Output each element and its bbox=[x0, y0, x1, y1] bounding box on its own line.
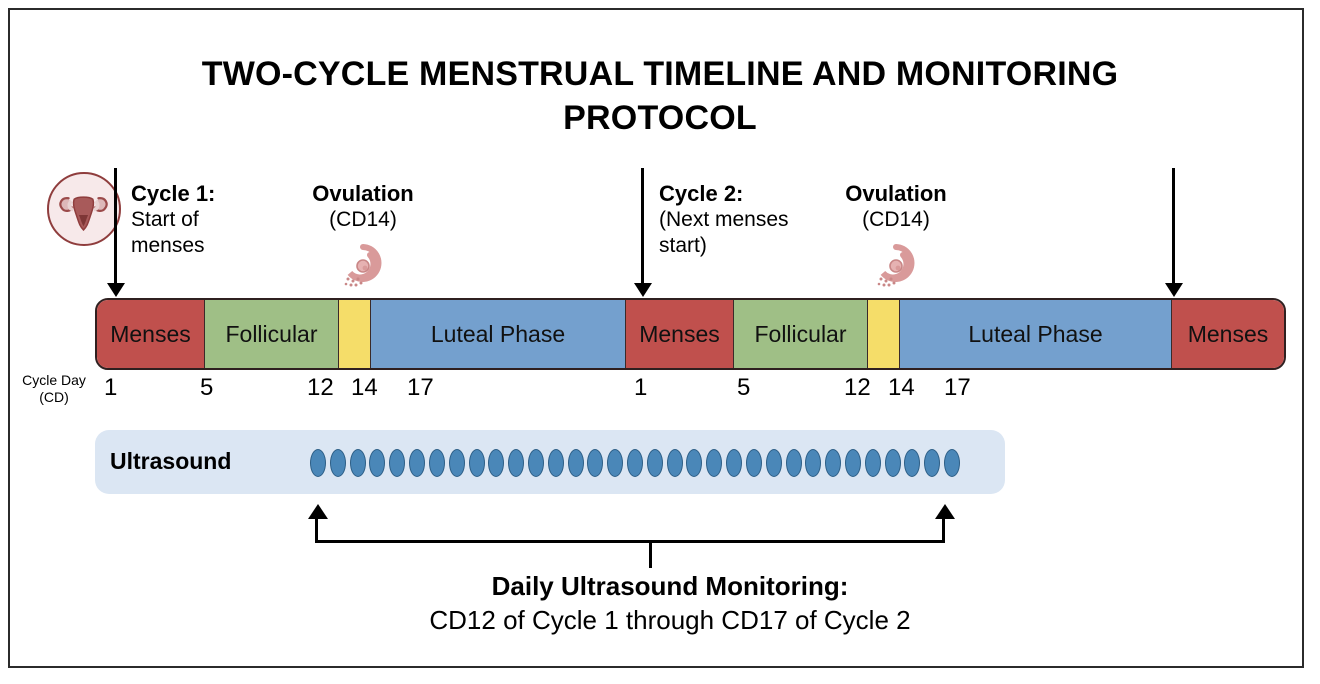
ultrasound-dot bbox=[825, 449, 842, 477]
ultrasound-label: Ultrasound bbox=[110, 448, 232, 474]
caption-heading: Daily Ultrasound Monitoring: bbox=[491, 571, 849, 601]
ultrasound-dot bbox=[785, 449, 802, 477]
tick-c1-day12: 12 bbox=[307, 374, 334, 401]
phase-segment-menses-c2[interactable]: Menses bbox=[626, 300, 734, 368]
ultrasound-dot bbox=[547, 449, 564, 477]
ultrasound-dot bbox=[567, 449, 584, 477]
ultrasound-dot bbox=[726, 449, 743, 477]
ultrasound-dot bbox=[924, 449, 941, 477]
tick-c2-day14: 14 bbox=[888, 374, 915, 401]
cycle1-heading: Cycle 1: bbox=[131, 181, 216, 206]
bracket-stem-left bbox=[315, 519, 318, 543]
bracket-arrow-left bbox=[308, 504, 328, 519]
bracket-center-stem bbox=[649, 540, 652, 568]
phase-segment-luteal-c2[interactable]: Luteal Phase bbox=[900, 300, 1172, 368]
cycle1-pointer-arrow bbox=[114, 168, 117, 285]
ultrasound-dot bbox=[944, 449, 960, 477]
cycle1-line1: Start of bbox=[131, 208, 199, 231]
ultrasound-dot bbox=[428, 449, 445, 477]
tick-c2-day1: 1 bbox=[634, 374, 648, 401]
cycle2-heading: Cycle 2: bbox=[659, 181, 744, 206]
annotation-cycle-1: Cycle 1: Start of menses bbox=[131, 180, 215, 259]
cycle1-line2: menses bbox=[131, 234, 205, 257]
page-title: TWO-CYCLE MENSTRUAL TIMELINE AND MONITOR… bbox=[201, 55, 1119, 137]
ultrasound-dot bbox=[389, 449, 406, 477]
ultrasound-dot bbox=[310, 449, 326, 477]
ultrasound-dot bbox=[527, 449, 544, 477]
phase-segment-luteal-c1[interactable]: Luteal Phase bbox=[371, 300, 626, 368]
ultrasound-dot bbox=[864, 449, 881, 477]
ultrasound-dot bbox=[884, 449, 901, 477]
ovulation1-heading: Ovulation bbox=[312, 181, 414, 206]
menstrual-phase-bar: Menses Follicular Luteal Phase Menses Fo… bbox=[95, 298, 1286, 370]
ovulation1-sub: (CD14) bbox=[329, 208, 397, 231]
ultrasound-dot bbox=[765, 449, 782, 477]
ultrasound-dot-row bbox=[310, 447, 960, 479]
ultrasound-dot bbox=[508, 449, 525, 477]
phase-segment-follicular-c2[interactable]: Follicular bbox=[734, 300, 868, 368]
ultrasound-dot bbox=[587, 449, 604, 477]
cycle2-line2: start) bbox=[659, 234, 707, 257]
cycle3-pointer-arrow bbox=[1172, 168, 1175, 285]
tick-c1-day1: 1 bbox=[104, 374, 118, 401]
ultrasound-dot bbox=[745, 449, 762, 477]
bracket-stem-right bbox=[942, 519, 945, 543]
tick-c2-day5: 5 bbox=[737, 374, 751, 401]
bracket-arrow-right bbox=[935, 504, 955, 519]
cycle-day-axis-label: Cycle Day (CD) bbox=[14, 372, 94, 406]
phase-segment-ovulation-c2[interactable] bbox=[868, 300, 900, 368]
ultrasound-dot bbox=[805, 449, 822, 477]
ultrasound-dot bbox=[349, 449, 366, 477]
tick-c1-day5: 5 bbox=[200, 374, 214, 401]
ovulation2-sub: (CD14) bbox=[862, 208, 930, 231]
ultrasound-dot bbox=[646, 449, 663, 477]
ultrasound-dot bbox=[448, 449, 465, 477]
phase-segment-menses-c1[interactable]: Menses bbox=[97, 300, 205, 368]
uterus-icon bbox=[47, 172, 121, 246]
ovulation2-heading: Ovulation bbox=[845, 181, 947, 206]
annotation-ovulation-1: Ovulation (CD14) bbox=[288, 180, 438, 233]
tick-c2-day12: 12 bbox=[844, 374, 871, 401]
ultrasound-dot bbox=[607, 449, 624, 477]
cycle-day-label-line2: (CD) bbox=[39, 389, 69, 405]
phase-segment-ovulation-c1[interactable] bbox=[339, 300, 371, 368]
ultrasound-dot bbox=[666, 449, 683, 477]
footer-caption: Daily Ultrasound Monitoring: CD12 of Cyc… bbox=[260, 570, 1080, 637]
tick-c1-day17: 17 bbox=[407, 374, 434, 401]
annotation-ovulation-2: Ovulation (CD14) bbox=[821, 180, 971, 233]
cycle2-line1: (Next menses bbox=[659, 208, 789, 231]
ultrasound-dot bbox=[369, 449, 386, 477]
ultrasound-dot bbox=[706, 449, 723, 477]
bracket-horizontal bbox=[315, 540, 945, 543]
ultrasound-dot bbox=[844, 449, 861, 477]
tick-c2-day17: 17 bbox=[944, 374, 971, 401]
phase-segment-menses-c3[interactable]: Menses bbox=[1172, 300, 1284, 368]
cycle2-pointer-arrow bbox=[641, 168, 644, 285]
ultrasound-dot bbox=[468, 449, 485, 477]
ultrasound-dot bbox=[686, 449, 703, 477]
annotation-cycle-2: Cycle 2: (Next menses start) bbox=[659, 180, 789, 259]
ultrasound-dot bbox=[329, 449, 346, 477]
ovulation-follicle-icon bbox=[340, 243, 386, 289]
ultrasound-dot bbox=[488, 449, 505, 477]
ovulation-follicle-icon-2 bbox=[873, 243, 919, 289]
ultrasound-dot bbox=[627, 449, 643, 477]
tick-c1-day14: 14 bbox=[351, 374, 378, 401]
phase-segment-follicular-c1[interactable]: Follicular bbox=[205, 300, 339, 368]
cycle-day-label-line1: Cycle Day bbox=[22, 372, 86, 388]
ultrasound-dot bbox=[904, 449, 921, 477]
caption-detail: CD12 of Cycle 1 through CD17 of Cycle 2 bbox=[429, 605, 911, 635]
ultrasound-dot bbox=[409, 449, 426, 477]
